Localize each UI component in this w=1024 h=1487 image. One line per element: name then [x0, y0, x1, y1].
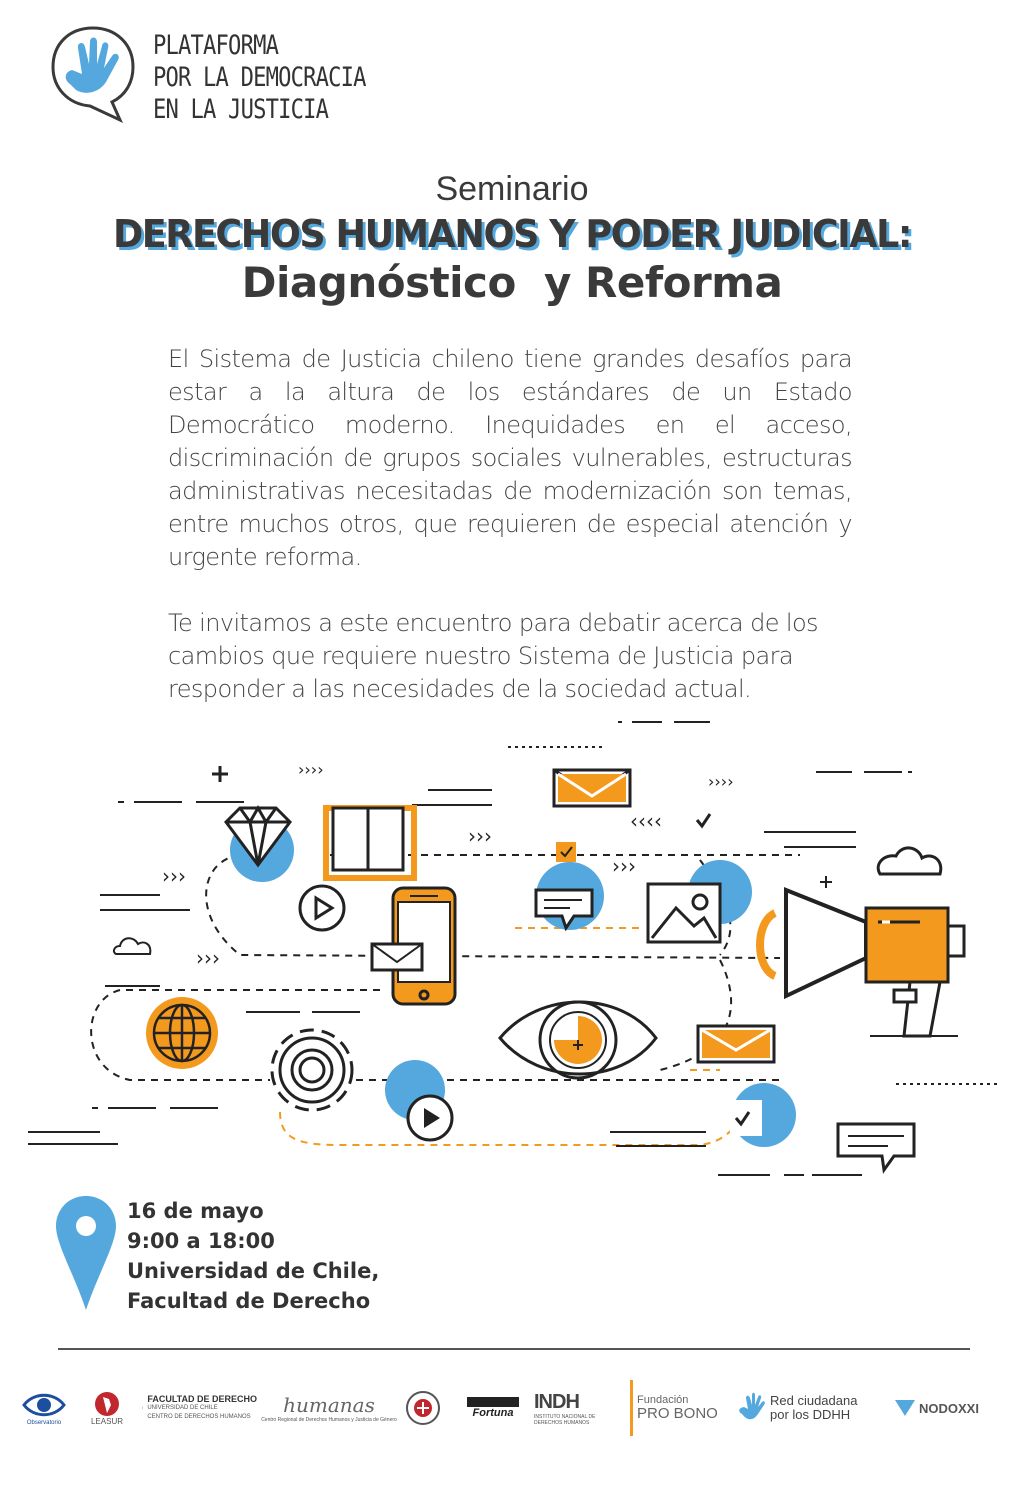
sponsor-logos: Observatorio LEASUR FACULTAD DE DERECHO … — [14, 1380, 1010, 1440]
eye-icon — [498, 1000, 658, 1080]
sponsor-subname: UNIVERSIDAD DE CHILE — [147, 1404, 218, 1411]
sponsor-name: PRO BONO — [637, 1404, 718, 1422]
event-venue: Universidad de Chile, — [127, 1259, 380, 1283]
play-button-2-icon — [406, 1094, 454, 1142]
diamond-icon — [224, 804, 292, 868]
sponsor-indh: INDH INSTITUTO NACIONAL DE DERECHOS HUMA… — [534, 1380, 616, 1436]
event-date: 16 de mayo — [127, 1199, 264, 1223]
orange-checkbox-icon — [556, 842, 576, 862]
envelope-small-icon — [370, 942, 424, 972]
location-pin-icon — [56, 1196, 116, 1310]
check-circle-icon — [734, 1111, 751, 1127]
page-title: DERECHOS HUMANOS Y PODER JUDICIAL: — [112, 212, 912, 256]
sponsor-name: LEASUR — [90, 1416, 123, 1426]
org-name: PLATAFORMA POR LA DEMOCRACIA EN LA JUSTI… — [153, 30, 366, 126]
play-button-icon — [298, 884, 346, 932]
communication-illustration: ›››› ››› ››› ››› ››› ›››› ‹‹‹‹ — [28, 721, 1000, 1176]
sponsor-magistrados — [400, 1380, 446, 1436]
event-time: 9:00 a 18:00 — [127, 1229, 275, 1253]
seminar-kicker: Seminario — [435, 170, 589, 208]
check-mark-icon — [695, 813, 712, 829]
crest-logo-icon — [142, 1406, 144, 1410]
invitation-paragraph: Te invitamos a este encuentro para debat… — [168, 609, 819, 703]
intro-paragraph: El Sistema de Justicia chileno tiene gra… — [168, 345, 853, 571]
seal-logo-icon — [406, 1391, 440, 1425]
sponsor-name: FACULTAD DE DERECHO — [147, 1393, 257, 1404]
sponsor-red-ciudadana: Red ciudadana por los DDHH — [736, 1380, 876, 1436]
svg-text:‹‹‹‹: ‹‹‹‹ — [630, 809, 662, 833]
hand-logo-icon — [739, 1392, 765, 1420]
map-logo-icon — [95, 1391, 119, 1416]
sponsor-name: por los DDHH — [770, 1407, 851, 1422]
sponsor-probono: Fundación PRO BONO — [630, 1380, 731, 1436]
speech-bubble-icon — [534, 888, 594, 932]
image-icon — [646, 882, 722, 944]
gear-icon — [270, 1028, 354, 1112]
svg-text:››››: ›››› — [298, 760, 324, 779]
sponsor-facultad-derecho: FACULTAD DE DERECHO UNIVERSIDAD DE CHILE… — [142, 1380, 257, 1436]
sponsor-name: Fortuna — [472, 1407, 514, 1419]
org-name-line: EN LA JUSTICIA — [153, 94, 329, 125]
svg-text:››››: ›››› — [708, 772, 734, 791]
sponsor-name: Fundación — [637, 1393, 689, 1406]
speech-bubble-2-icon — [836, 1122, 916, 1174]
event-details: 16 de mayo 9:00 a 18:00 Universidad de C… — [127, 1196, 379, 1316]
org-name-line: POR LA DEMOCRACIA — [153, 62, 366, 93]
book-icon — [323, 805, 417, 881]
sponsor-subname: CENTRO DE DERECHOS HUMANOS — [147, 1413, 251, 1420]
globe-icon — [146, 997, 218, 1069]
sponsor-name: Red ciudadana — [770, 1393, 858, 1408]
sponsor-subname: INSTITUTO NACIONAL DE DERECHOS HUMANOS — [534, 1413, 596, 1426]
sponsor-subname: Centro Regional de Derechos Humanos y Ju… — [261, 1417, 397, 1423]
sponsor-observatorio: Observatorio — [18, 1380, 70, 1436]
sponsor-name: NODOXXI — [919, 1400, 979, 1416]
sponsor-fortuna: Fortuna — [462, 1380, 524, 1436]
envelope-icon — [552, 768, 632, 808]
small-cloud-icon — [112, 937, 152, 955]
sponsor-humanas: humanas Centro Regional de Derechos Huma… — [261, 1380, 397, 1436]
svg-text:›››: ››› — [162, 864, 186, 888]
triangle-logo-icon — [895, 1400, 915, 1416]
page-subtitle: Diagnóstico y Reforma — [241, 258, 783, 307]
svg-text:›››: ››› — [196, 946, 220, 970]
megaphone-icon — [756, 887, 966, 1038]
plus-icons — [212, 766, 832, 888]
svg-text:›››: ››› — [612, 854, 636, 878]
sponsor-leasur: LEASUR — [82, 1380, 132, 1436]
hand-speech-bubble-logo-icon — [51, 26, 135, 124]
cloud-icon — [876, 846, 943, 876]
sponsor-nodoxxi: NODOXXI — [894, 1380, 1004, 1436]
footer-divider — [58, 1348, 970, 1350]
eye-logo-icon — [22, 1393, 66, 1417]
envelope-orange-icon — [696, 1024, 776, 1064]
svg-text:›››: ››› — [468, 824, 492, 848]
sponsor-name: INDH — [534, 1390, 580, 1413]
sponsor-name: humanas — [283, 1393, 375, 1417]
chevron-arrows: ›››› ››› ››› ››› ››› ›››› ‹‹‹‹ — [162, 760, 734, 970]
sponsor-name: Observatorio — [26, 1420, 62, 1426]
event-venue: Facultad de Derecho — [127, 1289, 371, 1313]
ornamental-lines — [28, 721, 1000, 1176]
org-name-line: PLATAFORMA — [153, 30, 279, 61]
